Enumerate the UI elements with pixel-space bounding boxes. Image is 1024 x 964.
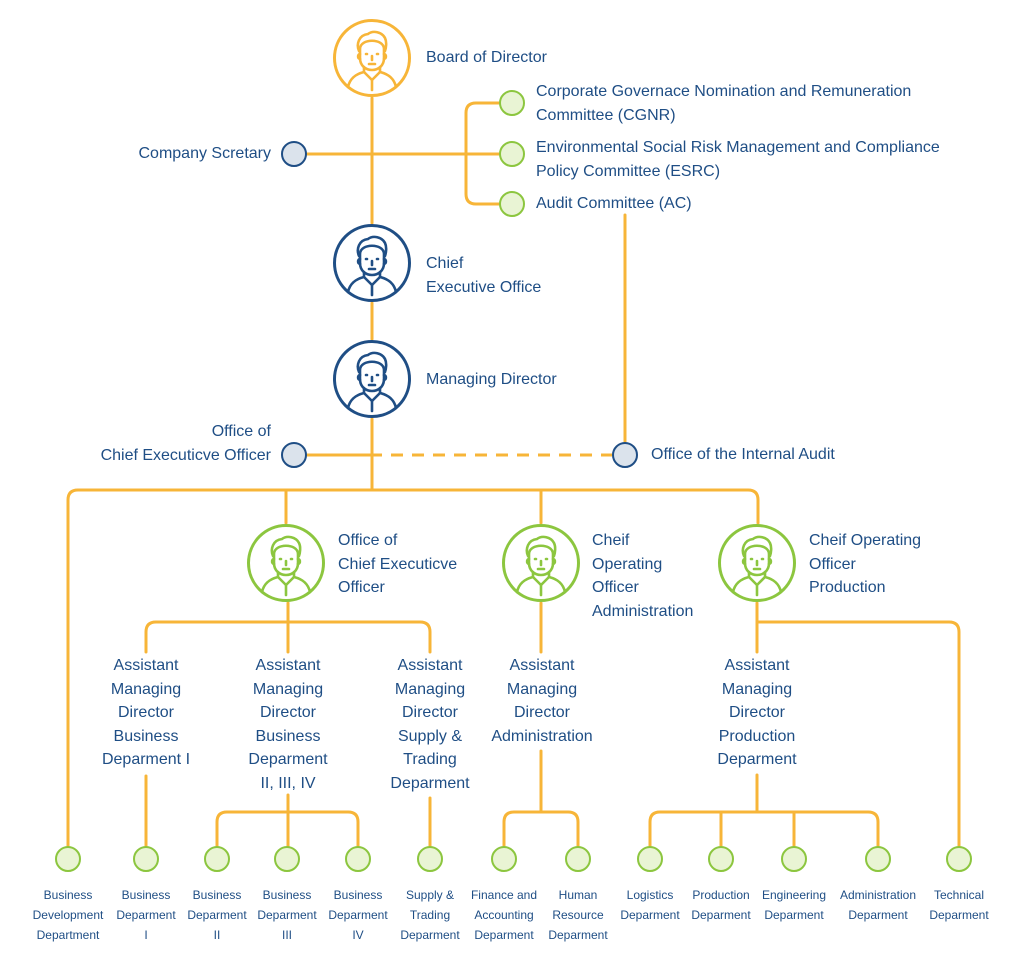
cgnr-label: Corporate Governace Nomination and Remun…	[536, 83, 912, 124]
assistant-md-production-label: Assistant Managing Director Production D…	[717, 657, 797, 768]
dept-label-supply-trading: Supply & Trading Deparment	[400, 888, 460, 942]
dept-dot-business-1	[133, 846, 159, 872]
cgnr-node-dot	[499, 90, 525, 116]
dept-dot-engineering	[781, 846, 807, 872]
dept-label-finance: Finance and Accounting Deparment	[470, 888, 538, 942]
dept-dot-technical	[946, 846, 972, 872]
audit-committee-label: Audit Committee (AC)	[536, 195, 692, 212]
dept-label-administration: Administration Deparment	[839, 888, 917, 922]
ceo-avatar-person-icon	[333, 224, 411, 302]
esrc-label: Environmental Social Risk Management and…	[536, 139, 940, 180]
dept-dot-supply-trading	[417, 846, 443, 872]
dept-label-engineering: Engineering Deparment	[761, 888, 827, 922]
coo-prod-label: Cheif Operating Officer Production	[809, 532, 922, 596]
assistant-md-supply-label: Assistant Managing Director Supply & Tra…	[390, 657, 470, 792]
internal-audit-label: Office of the Internal Audit	[651, 446, 835, 463]
office-ceo-mid-label: Office of Chief Executicve Officer	[338, 532, 458, 596]
dept-label-business-2: Business Deparment II	[187, 888, 247, 942]
prod-bus	[648, 773, 880, 848]
office-ceo-left-label: Office of Chief Executicve Officer	[100, 423, 271, 464]
dept-dot-administration	[865, 846, 891, 872]
dept-label-logistics: Logistics Deparment	[620, 888, 680, 922]
dept-dot-business-4	[345, 846, 371, 872]
dept-label-technical: Technical Deparment	[929, 888, 989, 922]
company-secretary-label: Company Scretary	[138, 145, 272, 162]
top-bus	[66, 488, 760, 848]
internal-audit-node-dot	[612, 442, 638, 468]
dept-dot-business-development	[55, 846, 81, 872]
dept-label-business-3: Business Deparment III	[257, 888, 317, 942]
office-ceo-left-node-dot	[281, 442, 307, 468]
md-avatar-person-icon	[333, 340, 411, 418]
dept-label-business-4: Business Deparment IV	[328, 888, 388, 942]
ceo-label: Chief Executive Office	[426, 255, 542, 296]
bd234-bus	[215, 793, 360, 848]
dept-label-production: Production Deparment	[691, 888, 751, 922]
dept-dot-business-3	[274, 846, 300, 872]
connector-lines	[66, 96, 961, 848]
assistant-md-business-1-label: Assistant Managing Director Business Dep…	[101, 657, 191, 768]
dept-dot-human-resource	[565, 846, 591, 872]
managing-director-label: Managing Director	[426, 371, 557, 388]
committee-bracket	[464, 101, 501, 206]
secretary-node-dot	[281, 141, 307, 167]
coo-admin-label: Cheif Operating Officer Administration	[592, 532, 694, 620]
admin-bus	[502, 749, 580, 848]
dept-dot-finance	[491, 846, 517, 872]
assistant-md-admin-label: Assistant Managing Director Administrati…	[491, 657, 593, 745]
board-avatar-person-icon	[333, 19, 411, 97]
esrc-node-dot	[499, 141, 525, 167]
dept-label-human-resource: Human Resource Deparment	[548, 888, 608, 942]
coo-prod-branch	[755, 601, 961, 848]
dept-dot-logistics	[637, 846, 663, 872]
board-of-director-label: Board of Director	[426, 49, 547, 66]
dept-label-business-1: Business Deparment I	[116, 888, 176, 942]
coo-prod-avatar-person-icon	[718, 524, 796, 602]
dept-dot-production	[708, 846, 734, 872]
dept-label-business-development: Business Development Department	[32, 888, 104, 942]
ac-node-dot	[499, 191, 525, 217]
dept-dot-business-2	[204, 846, 230, 872]
assistant-md-business-234-label: Assistant Managing Director Business Dep…	[248, 657, 328, 792]
coo-admin-avatar-person-icon	[502, 524, 580, 602]
office-ceo-avatar-person-icon	[247, 524, 325, 602]
